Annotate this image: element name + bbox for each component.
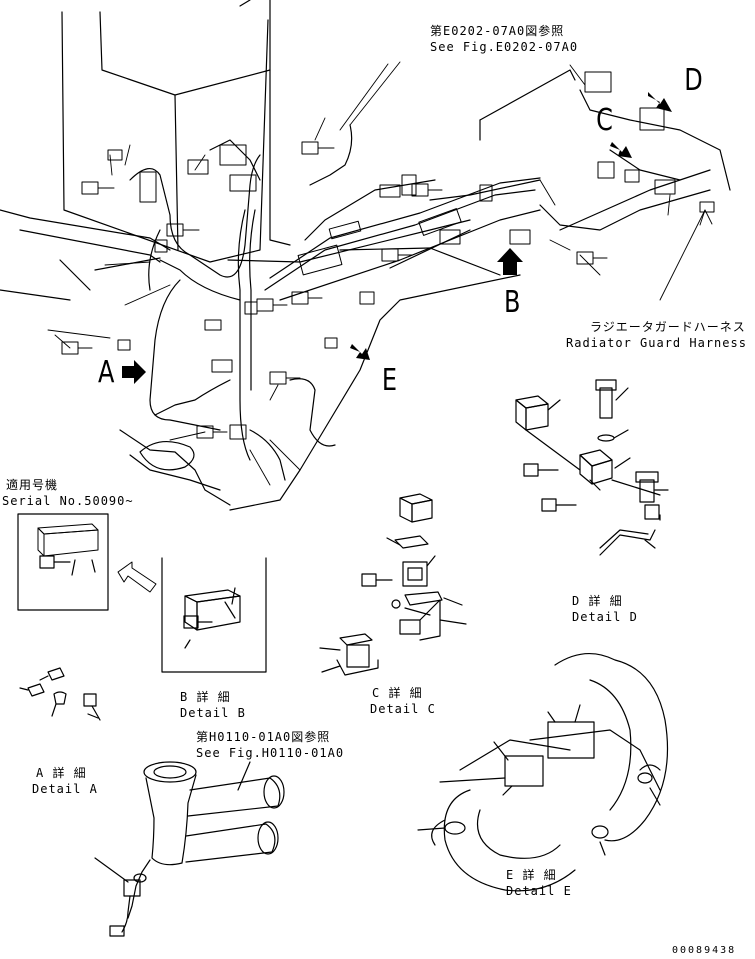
detail-c-parts [319, 493, 467, 676]
detail-c-en: Detail C [370, 702, 436, 716]
ref-e0202-en: See Fig.E0202-07A0 [430, 40, 579, 54]
detail-d-jp: D 詳 細 [572, 594, 623, 608]
machine-frame [0, 0, 576, 511]
callout-e: E [381, 363, 398, 398]
detail-b-box [161, 557, 267, 673]
ref-h0110-en: See Fig.H0110-01A0 [196, 746, 345, 760]
ref-e0202-jp: 第E0202-07A0図参照 [430, 24, 565, 38]
ref-leaders [339, 63, 586, 131]
serial-en: Serial No.50090~ [2, 494, 134, 508]
detail-a-jp: A 詳 細 [36, 766, 87, 780]
detail-e-jp: E 詳 細 [506, 868, 557, 882]
main-harness [129, 89, 731, 481]
callout-d: D [684, 63, 703, 98]
detail-b-jp: B 詳 細 [180, 690, 231, 704]
callout-b: B [504, 285, 521, 320]
detail-e-en: Detail E [506, 884, 572, 898]
figure-number: 00089438 [672, 945, 737, 956]
serial-detail-box [17, 513, 109, 611]
detail-b-en: Detail B [180, 706, 246, 720]
bolts [61, 141, 608, 439]
connector-clips [107, 71, 715, 440]
detail-c-jp: C 詳 細 [372, 686, 423, 700]
callout-arrows [122, 92, 672, 384]
serial-jp: 適用号機 [6, 478, 59, 492]
detail-a-parts [19, 667, 101, 721]
leader-lines [47, 61, 713, 486]
detail-e-parts [417, 652, 669, 892]
callout-a: A [98, 355, 115, 390]
exhaust-pipe [94, 761, 285, 937]
ref-h0110-jp: 第H0110-01A0図参照 [196, 730, 331, 744]
detail-d-parts [515, 379, 669, 556]
detail-d-en: Detail D [572, 610, 638, 624]
open-arrow [117, 561, 157, 593]
detail-a-en: Detail A [32, 782, 98, 796]
callout-c: C [596, 103, 613, 138]
radiator-harness-jp: ラジエータガードハーネス [590, 320, 746, 334]
radiator-harness-en: Radiator Guard Harness [566, 336, 747, 350]
